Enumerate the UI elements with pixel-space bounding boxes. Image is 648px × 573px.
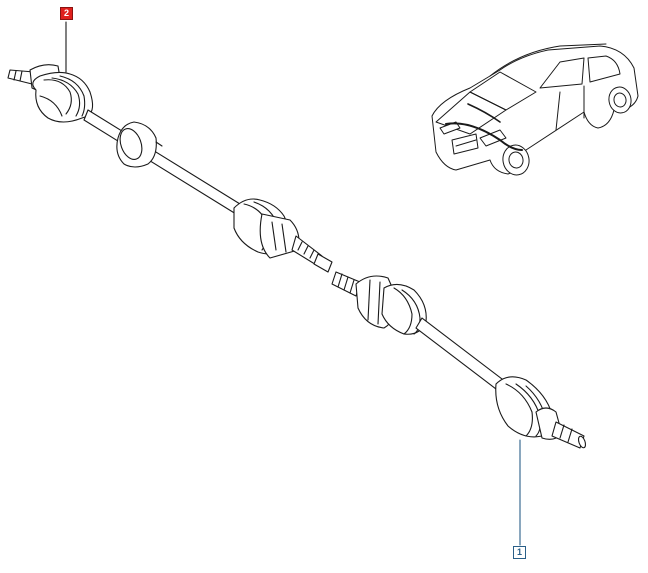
callout-part-1[interactable]: 1 bbox=[513, 546, 526, 559]
callout-part-2[interactable]: 2 bbox=[60, 7, 73, 20]
upper-outer-boot bbox=[32, 71, 94, 123]
car-icon bbox=[431, 43, 639, 176]
upper-shaft bbox=[83, 109, 241, 215]
lower-stub-axle bbox=[551, 421, 585, 449]
upper-spline-cap bbox=[313, 253, 333, 273]
lower-driveshaft[interactable] bbox=[331, 271, 587, 449]
upper-inner-cv-housing bbox=[259, 213, 300, 259]
upper-driveshaft[interactable] bbox=[7, 64, 333, 273]
damper-ring bbox=[116, 121, 157, 168]
lower-shaft bbox=[415, 317, 507, 393]
